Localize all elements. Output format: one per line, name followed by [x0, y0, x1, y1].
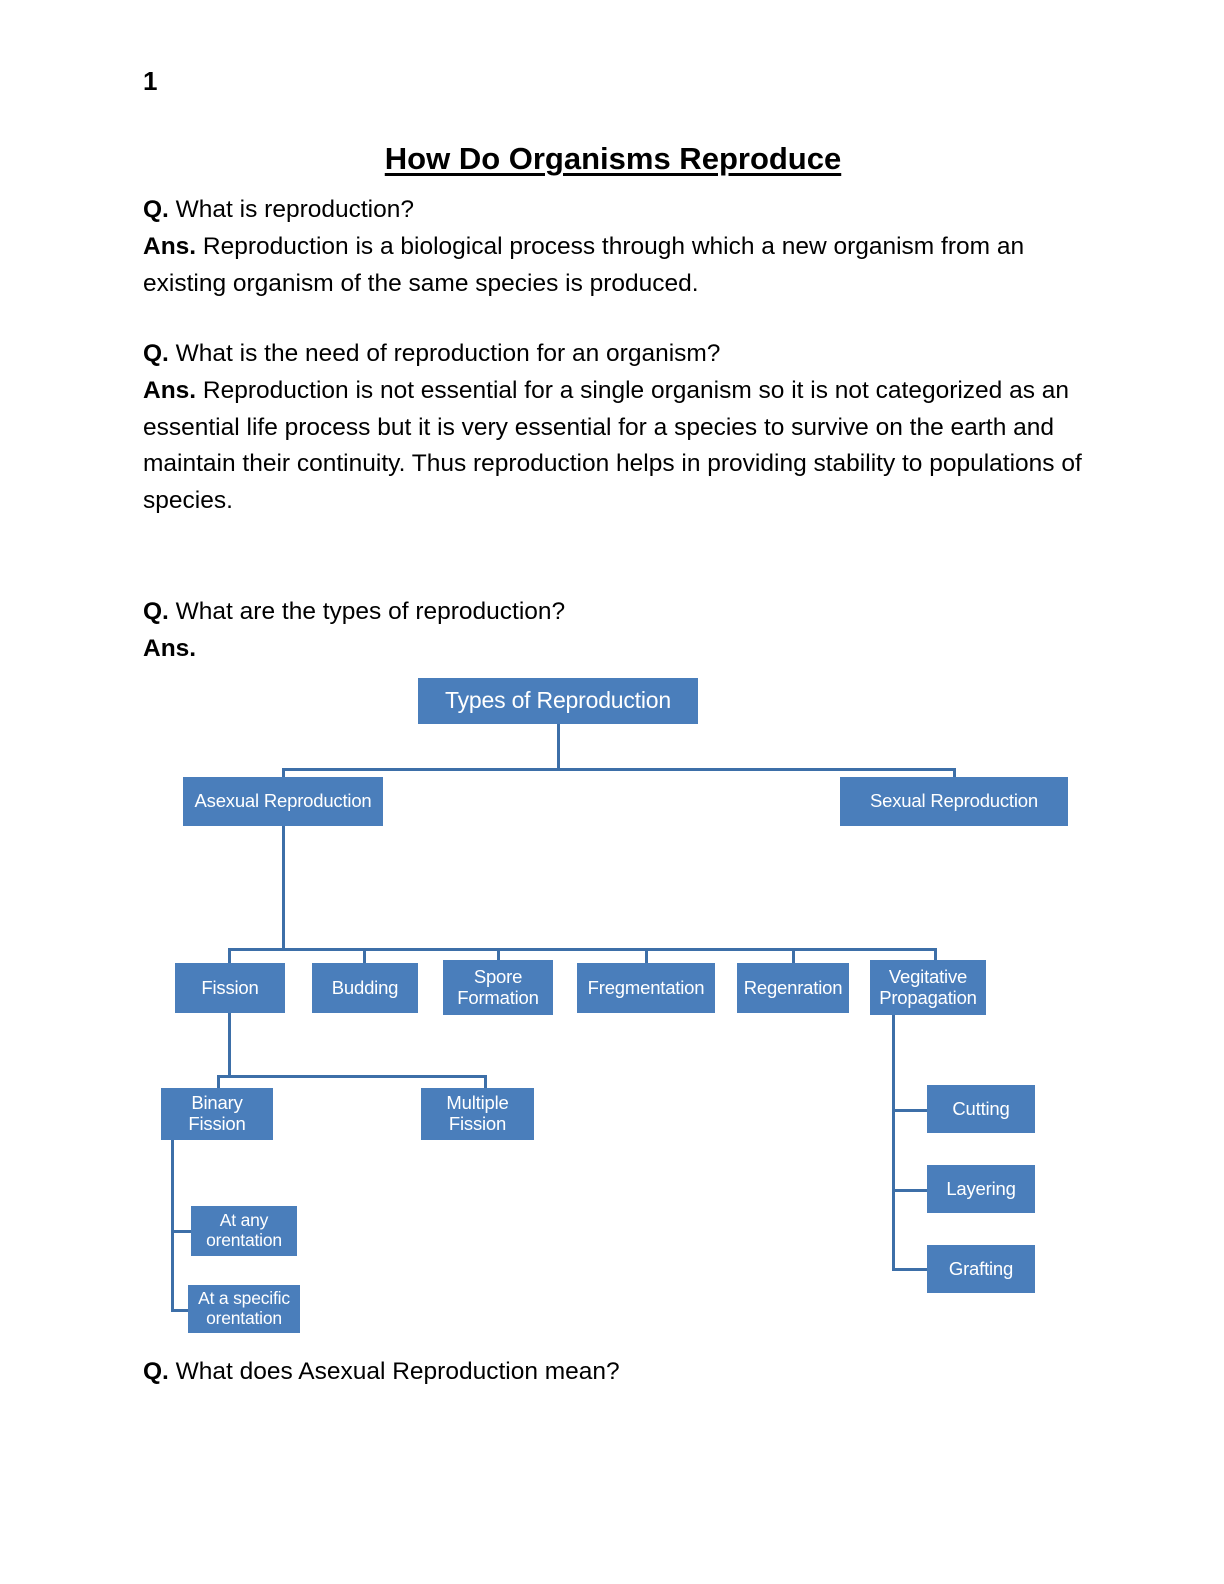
connector-to-fregmentation	[645, 948, 648, 964]
question-label-1: Q.	[143, 196, 169, 223]
question-text-2: What is the need of reproduction for an …	[168, 340, 721, 367]
connector-fission-down	[228, 1013, 231, 1077]
node-spore-formation[interactable]: Spore Formation	[443, 960, 553, 1015]
node-fission[interactable]: Fission	[175, 963, 285, 1013]
node-types-of-reproduction[interactable]: Types of Reproduction	[418, 678, 698, 724]
connector-to-layering	[892, 1189, 929, 1192]
question-line-1: Q. What is reproduction?	[143, 192, 1083, 229]
qa-block-4: Q. What does Asexual Reproduction mean?	[143, 1354, 1083, 1391]
connector-to-specific-orentation	[171, 1309, 191, 1312]
node-at-any-orentation[interactable]: At any orentation	[191, 1206, 297, 1256]
question-text-3: What are the types of reproduction?	[168, 598, 566, 625]
answer-label-2: Ans.	[143, 376, 197, 404]
question-text-4: What does Asexual Reproduction mean?	[168, 1358, 620, 1385]
answer-text-2: Reproduction is not essential for a sing…	[143, 376, 1082, 514]
answer-line-3: Ans.	[143, 631, 1083, 668]
node-budding[interactable]: Budding	[312, 963, 418, 1013]
question-label-4: Q.	[143, 1358, 169, 1385]
question-line-4: Q. What does Asexual Reproduction mean?	[143, 1354, 1083, 1391]
question-line-3: Q. What are the types of reproduction?	[143, 594, 1083, 631]
connector-root-down	[557, 724, 560, 770]
node-sexual-reproduction[interactable]: Sexual Reproduction	[840, 777, 1068, 826]
node-asexual-reproduction[interactable]: Asexual Reproduction	[183, 777, 383, 826]
connector-to-binary-fission	[217, 1075, 220, 1089]
connector-level2-bus	[228, 948, 937, 951]
question-text-1: What is reproduction?	[168, 196, 414, 223]
node-layering[interactable]: Layering	[927, 1165, 1035, 1213]
connector-to-grafting	[892, 1268, 929, 1271]
connector-to-asexual	[282, 768, 285, 780]
connector-to-sexual	[953, 768, 956, 780]
connector-to-multiple-fission	[484, 1075, 487, 1089]
node-grafting[interactable]: Grafting	[927, 1245, 1035, 1293]
connector-to-spore	[497, 948, 500, 962]
answer-label-1: Ans.	[143, 232, 197, 260]
node-at-a-specific-orentation[interactable]: At a specific orentation	[188, 1285, 300, 1333]
answer-line-1: Ans. Reproduction is a biological proces…	[143, 229, 1083, 303]
connector-to-cutting	[892, 1109, 929, 1112]
answer-label-3: Ans.	[143, 634, 197, 662]
qa-block-2: Q. What is the need of reproduction for …	[143, 336, 1083, 520]
connector-to-vegitative	[934, 948, 937, 962]
connector-to-budding	[363, 948, 366, 964]
node-vegitative-propagation[interactable]: Vegitative Propagation	[870, 960, 986, 1015]
question-line-2: Q. What is the need of reproduction for …	[143, 336, 1083, 373]
page-number: 1	[143, 66, 158, 96]
question-label-2: Q.	[143, 340, 169, 367]
connector-to-any-orentation	[171, 1230, 193, 1233]
answer-text-1: Reproduction is a biological process thr…	[143, 232, 1025, 297]
answer-line-2: Ans. Reproduction is not essential for a…	[143, 373, 1083, 520]
connector-to-fission	[228, 948, 231, 964]
node-multiple-fission[interactable]: Multiple Fission	[421, 1088, 534, 1140]
qa-block-3: Q. What are the types of reproduction? A…	[143, 594, 1083, 668]
connector-binary-down	[171, 1140, 174, 1312]
connector-level1-bus	[282, 768, 956, 771]
question-label-3: Q.	[143, 598, 169, 625]
node-binary-fission[interactable]: Binary Fission	[161, 1088, 273, 1140]
connector-vegprop-down	[892, 1015, 895, 1270]
qa-block-1: Q. What is reproduction? Ans. Reproducti…	[143, 192, 1083, 302]
page-title: How Do Organisms Reproduce	[384, 141, 842, 176]
connector-level3-bus	[217, 1075, 487, 1078]
node-cutting[interactable]: Cutting	[927, 1085, 1035, 1133]
node-regenration[interactable]: Regenration	[737, 963, 849, 1013]
connector-asexual-down	[282, 826, 285, 950]
connector-to-regenration	[792, 948, 795, 964]
node-fregmentation[interactable]: Fregmentation	[577, 963, 715, 1013]
